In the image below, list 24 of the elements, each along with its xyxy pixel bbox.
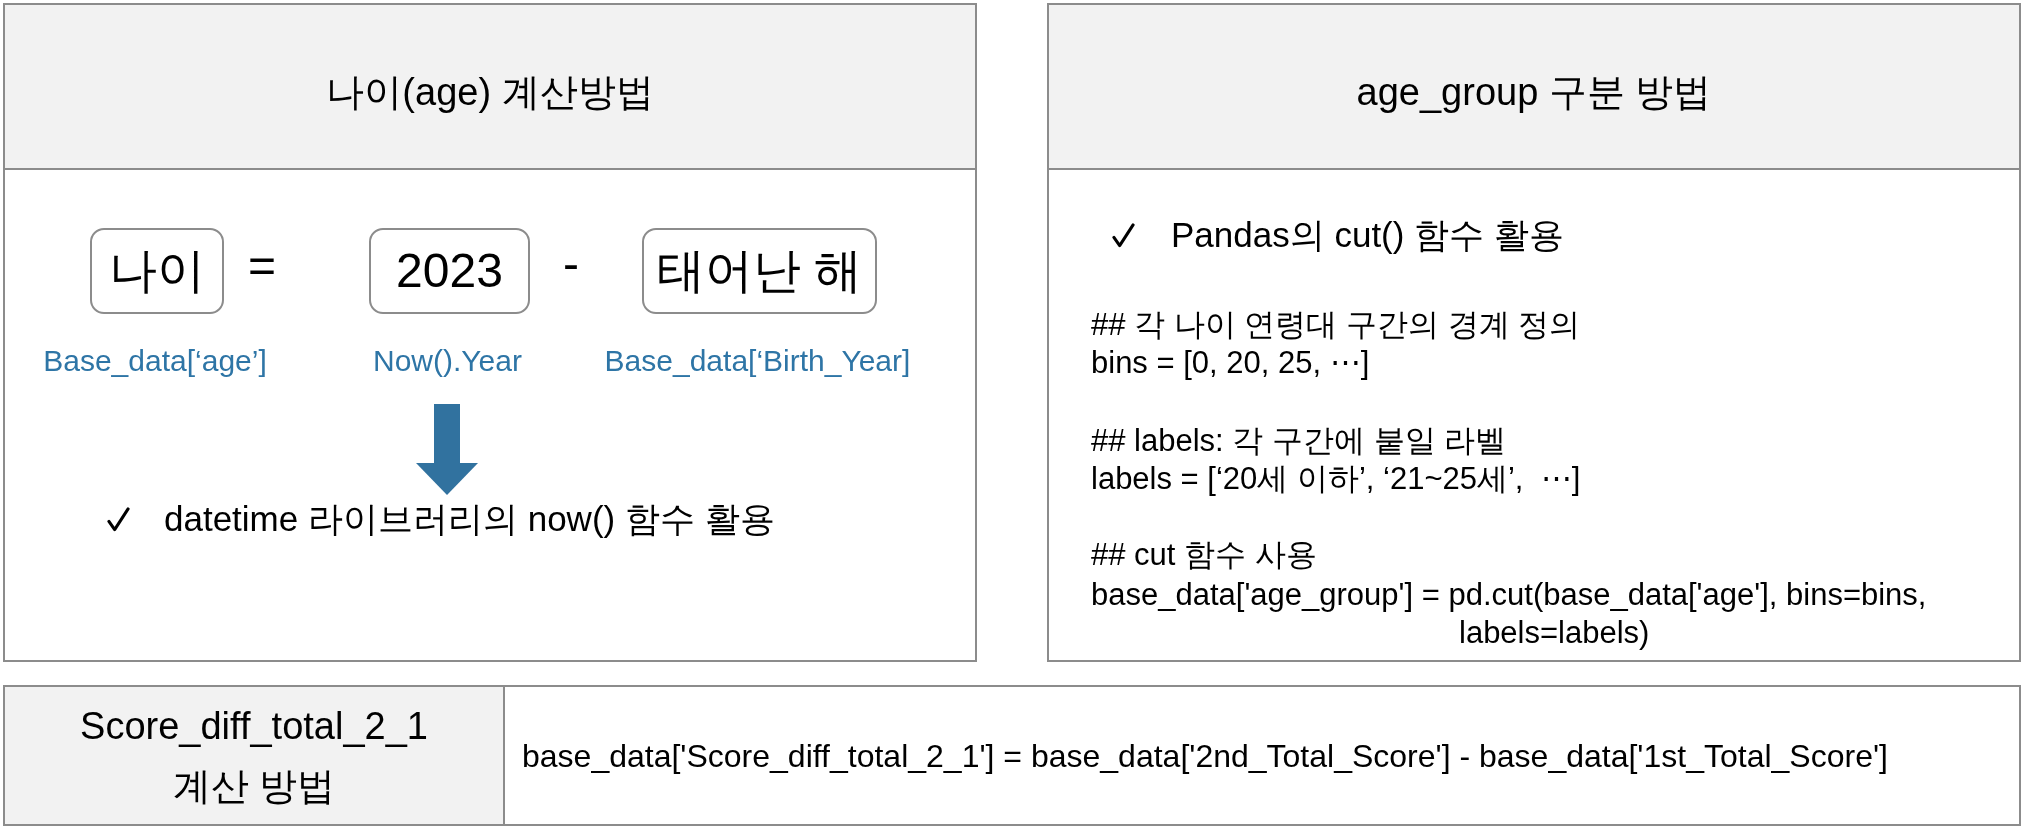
- formula-term-box: 태어난 해: [642, 228, 877, 314]
- source-caption: Base_data[‘Birth_Year]: [604, 344, 911, 378]
- panel: [1047, 3, 2021, 662]
- source-caption: Now().Year: [373, 344, 522, 378]
- code-line: ## labels: 각 구간에 붙일 라벨: [1091, 422, 1507, 460]
- formula-text: base_data['Score_diff_total_2_1'] = base_data['2nd_Total_Score'] - base_data['1st_Total_Score']: [522, 736, 1888, 776]
- formula-term-box: 2023: [369, 228, 530, 314]
- code-line: labels = [‘20세 이하’, ‘21~25세’, ⋯]: [1091, 460, 1581, 498]
- panel-title: age_group 구분 방법: [1356, 69, 1712, 115]
- block-arrow: [416, 404, 478, 495]
- note-text: datetime 라이브러리의 now() 함수 활용: [164, 497, 775, 541]
- math-operator: =: [248, 242, 276, 290]
- code-line: base_data['age_group'] = pd.cut(base_data['age'], bins=bins, labels=labels): [1091, 576, 1928, 652]
- formula-term-box: 나이: [90, 228, 224, 314]
- formula-table: [3, 685, 2021, 826]
- math-operator: -: [563, 240, 579, 288]
- row-header-cell: Score_diff_total_2_1 계산 방법: [5, 687, 505, 824]
- panel: [3, 3, 977, 662]
- code-line: bins = [0, 20, 25, ⋯]: [1091, 344, 1371, 382]
- source-caption: Base_data[‘age’]: [43, 344, 267, 378]
- code-line: ## cut 함수 사용: [1091, 536, 1318, 574]
- check-item-text: Pandas의 cut() 함수 활용: [1171, 214, 1564, 256]
- panel-title: 나이(age) 계산방법: [326, 69, 654, 115]
- code-line: ## 각 나이 연령대 구간의 경계 정의: [1091, 306, 1581, 344]
